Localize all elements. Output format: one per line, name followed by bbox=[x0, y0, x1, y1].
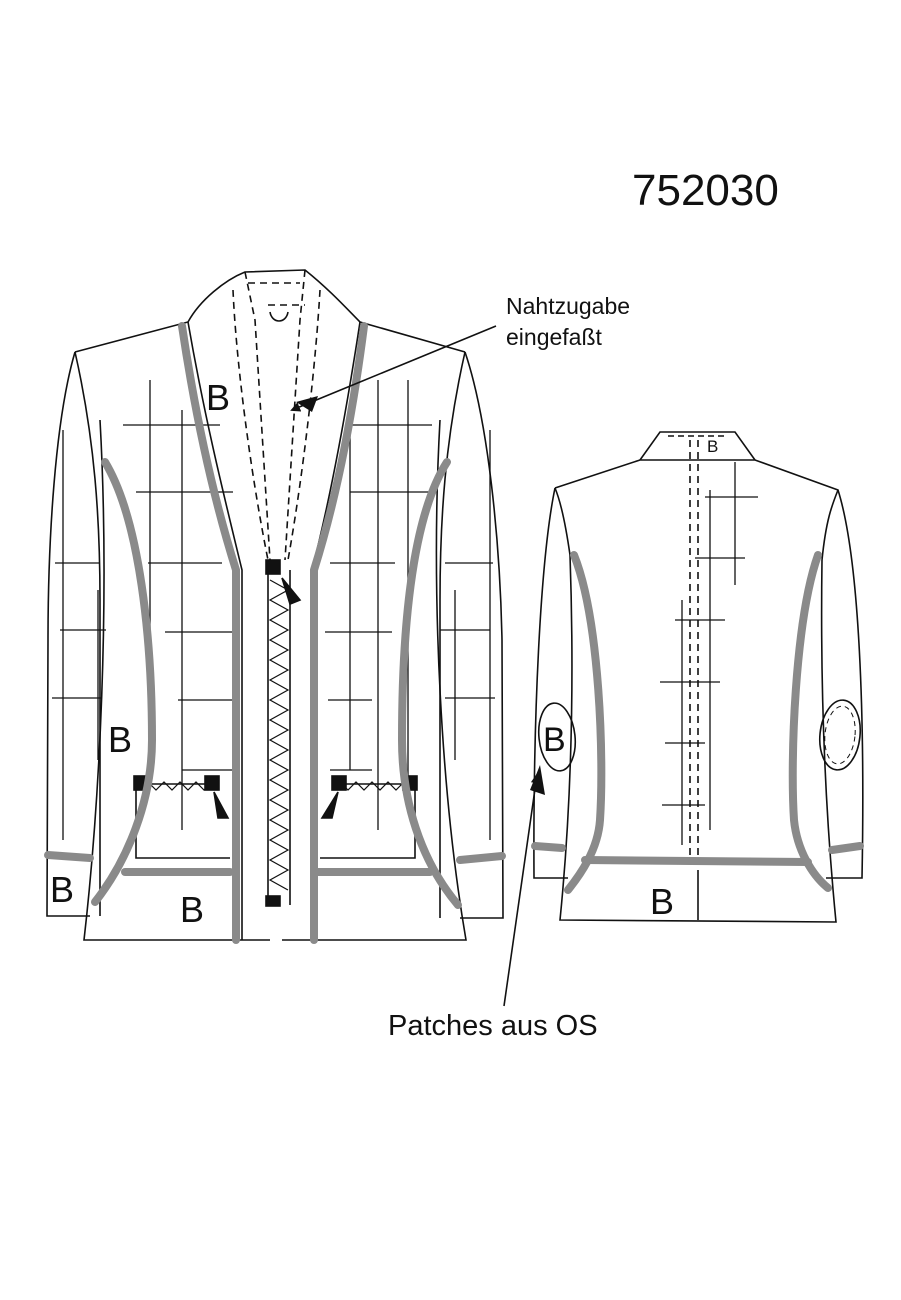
marker-back-elbow: B bbox=[543, 721, 566, 759]
front-binding bbox=[44, 322, 506, 944]
back-left-elbow-patch bbox=[537, 702, 577, 772]
back-body bbox=[554, 459, 864, 879]
front-left-sleeve bbox=[46, 351, 90, 917]
seam-allowance-leader bbox=[290, 325, 497, 412]
marker-back-collar: B bbox=[707, 437, 718, 456]
patches-leader bbox=[503, 773, 541, 1007]
seam-allowance-note-line2: eingefaßt bbox=[506, 324, 602, 350]
marker-front-hem: B bbox=[180, 889, 204, 930]
back-view bbox=[533, 431, 864, 923]
front-right-pocket bbox=[320, 783, 416, 859]
front-right-sleeve bbox=[460, 351, 504, 919]
marker-front-side: B bbox=[108, 719, 132, 760]
marker-back-hem: B bbox=[650, 881, 674, 922]
style-number: 752030 bbox=[632, 166, 779, 215]
marker-front-lapel: B bbox=[206, 377, 230, 418]
back-check-pattern bbox=[660, 462, 758, 845]
back-collar bbox=[639, 431, 756, 461]
marker-front-cuff: B bbox=[50, 869, 74, 910]
front-left-panel bbox=[74, 269, 466, 353]
front-view bbox=[46, 269, 504, 941]
seam-allowance-note-line1: Nahtzugabe bbox=[506, 293, 631, 319]
patches-note: Patches aus OS bbox=[388, 1010, 598, 1042]
front-left-check-pattern bbox=[52, 380, 233, 840]
front-zipper bbox=[267, 570, 291, 905]
back-binding bbox=[531, 551, 864, 894]
back-right-elbow-patch bbox=[818, 699, 862, 771]
front-collar bbox=[187, 321, 243, 940]
